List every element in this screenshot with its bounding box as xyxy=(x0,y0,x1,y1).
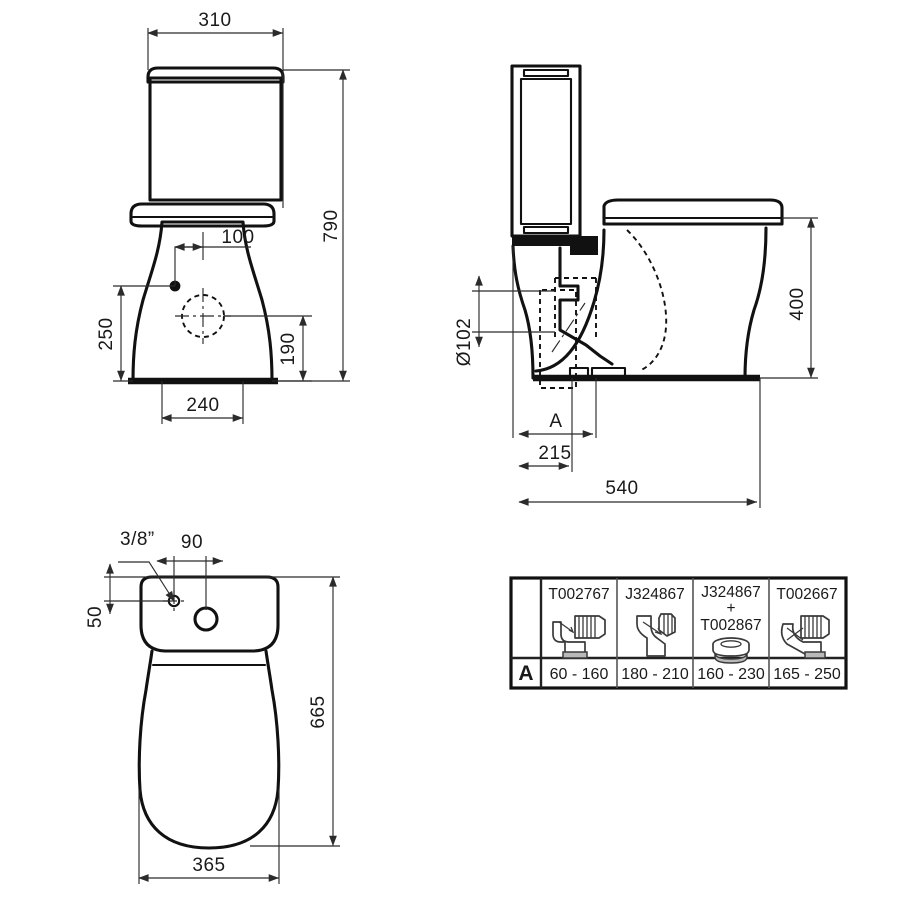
table-code-3a: J324867 xyxy=(701,584,760,601)
dim-400: 400 xyxy=(760,217,818,379)
dim-thread-label: 3/8” xyxy=(120,529,155,550)
seat-and-cover xyxy=(129,202,276,228)
dim-50-label: 50 xyxy=(85,606,106,628)
pan-rim-inner-curve xyxy=(534,228,606,373)
table-outer-border xyxy=(509,576,848,690)
dim-190: 190 xyxy=(224,315,312,382)
table-code-3b: T002867 xyxy=(700,617,761,634)
table-code-1: T002767 xyxy=(548,586,609,603)
table-code-4: T002667 xyxy=(776,586,837,603)
pan-connector-90-degree-icon xyxy=(552,615,606,659)
pan-connector-long-bend-icon xyxy=(780,615,830,659)
dim-665-label: 665 xyxy=(308,695,329,728)
side-elevation-view: 400 Ø102 A 215 xyxy=(454,64,818,508)
dim-365-label: 365 xyxy=(192,855,225,876)
pan-connector-extension-ring-icon xyxy=(712,637,750,664)
table-range-3: 160 - 230 xyxy=(697,666,765,683)
dim-250-label: 250 xyxy=(96,317,117,350)
table-row-label-a: A xyxy=(518,662,533,685)
dim-A-label: A xyxy=(549,411,562,432)
dim-90-label: 90 xyxy=(181,532,203,553)
dim-100: 100 xyxy=(174,227,254,260)
connector-selection-table: A T002767 60 - 160 J324867 180 - xyxy=(509,576,848,690)
dim-240-label: 240 xyxy=(186,395,219,416)
dim-310-label: 310 xyxy=(198,10,231,31)
cistern-side-outline xyxy=(510,64,582,238)
outlet-axis-line xyxy=(551,302,586,353)
cistern-side-inner xyxy=(519,77,573,226)
table-range-4: 165 - 250 xyxy=(773,666,841,683)
table-code-2: J324867 xyxy=(625,586,684,603)
dim-d102-label: Ø102 xyxy=(454,318,475,366)
dim-400-label: 400 xyxy=(787,287,808,320)
cistern-lid xyxy=(146,66,285,84)
pan-connector-offset-icon xyxy=(636,613,676,657)
dim-50: 50 xyxy=(85,563,278,628)
dim-790-label: 790 xyxy=(321,209,342,242)
bowl-hidden-outline xyxy=(626,229,668,372)
dim-665: 665 xyxy=(250,576,340,847)
dim-215-label: 215 xyxy=(538,443,571,464)
outlet-socket-hidden xyxy=(539,289,577,389)
plan-view: 3/8” 90 50 665 xyxy=(85,529,340,884)
cistern-side-base-rim xyxy=(522,225,570,235)
dim-90: 90 xyxy=(156,532,223,610)
table-range-1: 60 - 160 xyxy=(550,666,609,683)
dim-540: 540 xyxy=(518,378,761,508)
dim-215: 215 xyxy=(518,378,573,472)
inlet-leader xyxy=(174,246,203,286)
dim-d102: Ø102 xyxy=(454,275,555,366)
outlet-spigot-hidden xyxy=(554,278,597,340)
dim-250: 250 xyxy=(96,285,175,382)
dim-540-label: 540 xyxy=(605,478,638,499)
outlet-centre-cross xyxy=(175,288,231,344)
front-elevation-view: 310 790 100 250 xyxy=(96,10,350,424)
dim-790: 790 xyxy=(278,69,350,382)
dim-240: 240 xyxy=(161,381,244,424)
thread-leader-line xyxy=(118,561,175,602)
pan-plan-outline xyxy=(137,649,281,850)
table-code-3-plus: + xyxy=(726,600,735,617)
dim-190-label: 190 xyxy=(278,332,299,365)
dim-A: A xyxy=(512,246,597,438)
table-range-2: 180 - 210 xyxy=(621,666,689,683)
trap-passage-outline xyxy=(558,246,614,366)
pan-side-outline xyxy=(511,226,768,380)
dim-100-label: 100 xyxy=(221,227,254,248)
flush-button-hole xyxy=(193,606,219,632)
dim-310: 310 xyxy=(147,10,284,208)
cistern-plan-outline xyxy=(139,575,280,653)
cistern-outline xyxy=(148,76,283,202)
seat-cover-side xyxy=(602,198,784,226)
dim-365: 365 xyxy=(138,790,280,884)
cistern-mount-flange xyxy=(512,236,598,255)
cistern-side-lid-rim xyxy=(522,68,570,78)
